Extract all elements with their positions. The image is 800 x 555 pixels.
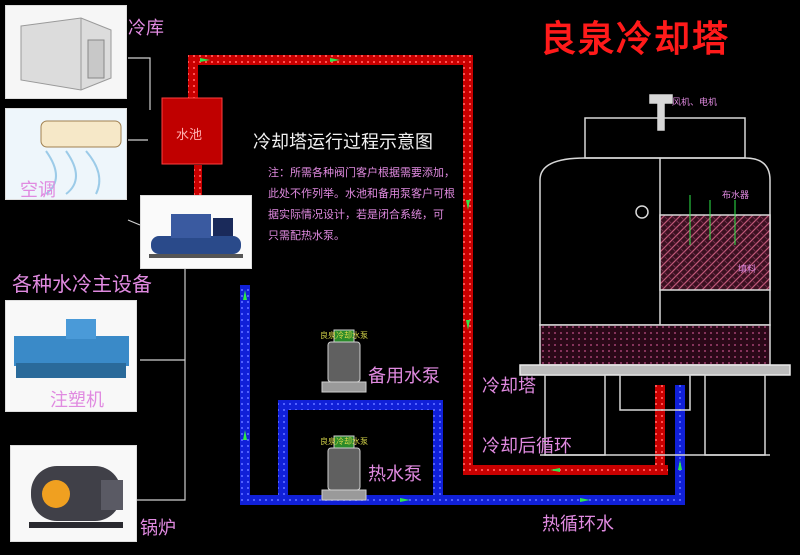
air-conditioner-image <box>5 108 127 200</box>
cold-storage-icon <box>6 6 126 98</box>
injection-molding-image <box>5 300 137 412</box>
injection-molding-icon <box>6 301 136 411</box>
label-tower-motor: 风机、电机 <box>672 98 718 108</box>
label-tower-fill: 填料 <box>738 265 757 275</box>
label-boiler: 锅炉 <box>140 518 176 539</box>
boiler-icon <box>11 446 136 541</box>
label-air-conditioner: 空调 <box>20 180 56 201</box>
note-line-3: 据实际情况设计，若是闭合系统，可 <box>268 208 444 221</box>
label-hot-pump: 热水泵 <box>368 464 422 485</box>
hot-water-pipe <box>240 285 685 505</box>
water-tank <box>161 97 223 165</box>
backup-pump <box>321 329 367 393</box>
label-cooling-tower: 冷却塔 <box>482 376 536 397</box>
label-tower-distributor: 布水器 <box>722 191 750 201</box>
pump-nameplate-bottom: 良泉冷却水泵 <box>320 437 368 446</box>
chiller-image <box>140 195 252 269</box>
cooling-tower <box>519 94 791 456</box>
brand-title: 良泉冷却塔 <box>540 19 731 60</box>
cold-storage-image <box>5 5 127 99</box>
note-block: 注：所需各种阀门客户根据需要添加， 此处不作列举。水池和备用泵客户可根 据实际情… <box>268 162 478 246</box>
diagram-subtitle: 冷却塔运行过程示意图 <box>253 132 433 153</box>
label-backup-pump: 备用水泵 <box>368 366 440 387</box>
boiler-image <box>10 445 137 542</box>
water-distribution-lines <box>689 195 736 245</box>
note-line-4: 只需配热水泵。 <box>268 229 345 242</box>
label-chiller-main: 各种水冷主设备 <box>12 272 152 296</box>
label-water-tank: 水池 <box>176 128 203 143</box>
note-line-2: 此处不作列举。水池和备用泵客户可根 <box>268 187 455 200</box>
flow-arrows <box>200 58 682 502</box>
label-hot-circulation: 热循环水 <box>542 514 614 535</box>
equipment-connectors <box>127 57 186 501</box>
chiller-icon <box>141 196 251 268</box>
air-conditioner-icon <box>6 109 126 199</box>
label-cold-storage: 冷库 <box>128 18 164 39</box>
pump-nameplate-top: 良泉冷却水泵 <box>320 331 368 340</box>
label-after-cooling: 冷却后循环 <box>482 436 572 457</box>
note-line-1: 注：所需各种阀门客户根据需要添加， <box>268 166 455 179</box>
hot-pump <box>321 435 367 501</box>
label-injection-molding: 注塑机 <box>50 390 104 411</box>
